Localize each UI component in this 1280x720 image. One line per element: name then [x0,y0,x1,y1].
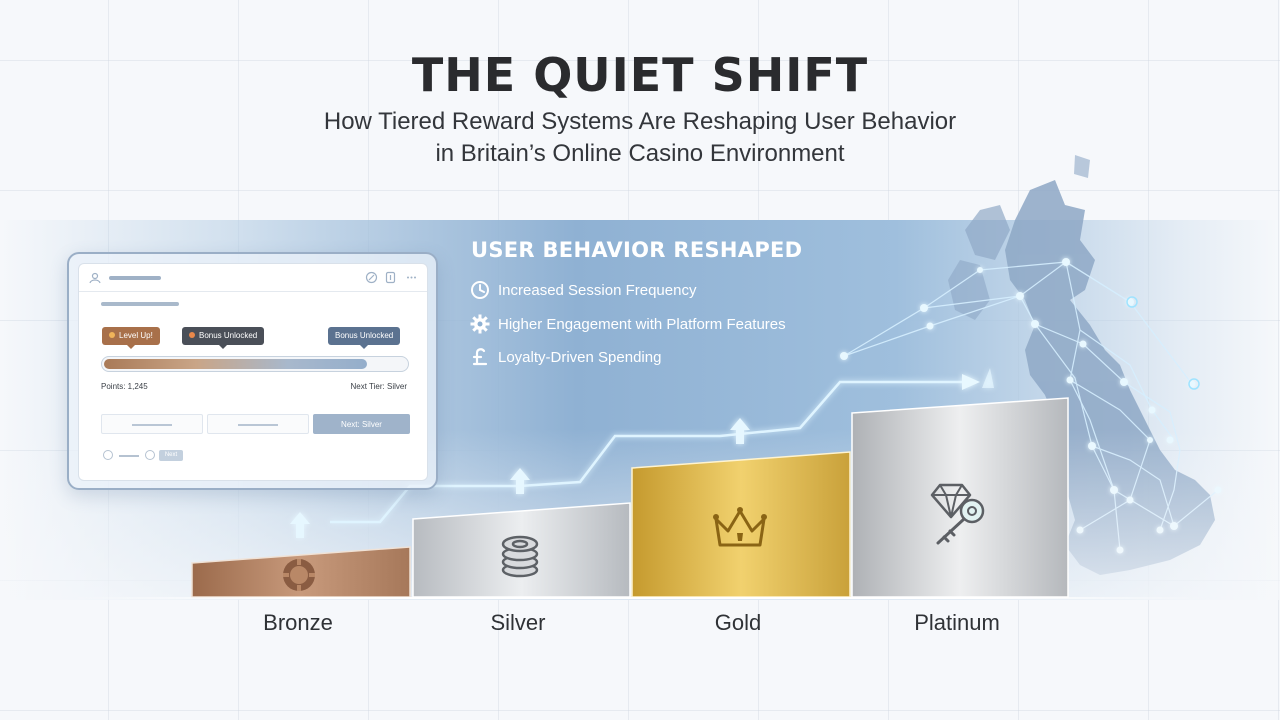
subtitle-line-2: in Britain’s Online Casino Environment [435,140,845,167]
page-title: THE QUIET SHIFT [411,48,869,102]
dashboard-button-1[interactable] [101,414,203,434]
up-arrows [290,368,994,538]
footer-placeholder [119,455,139,457]
badge-dot [189,332,195,338]
badge-bonus-unlocked-2: Bonus Unlocked [328,327,401,349]
tier-label-gold: Gold [714,610,762,635]
diamond-key-icon [926,481,992,554]
user-icon[interactable] [89,272,101,284]
behavior-item-engagement: Higher Engagement with Platform Features [470,313,786,335]
badge-bonus-unlocked: Bonus Unlocked [182,327,265,349]
tier-label-platinum: Platinum [914,610,1000,635]
subtitle-line-1: How Tiered Reward Systems Are Reshaping … [323,108,957,135]
growth-line [330,380,970,524]
behavior-item-label: Increased Session Frequency [498,281,697,299]
badge-level-up: Level Up! [102,327,160,349]
pedestal-baseline [60,597,1220,599]
behavior-item-spending: Loyalty-Driven Spending [470,346,661,368]
button-placeholder [132,424,172,426]
tier-label-bronze: Bronze [263,610,333,635]
edit-icon[interactable] [365,271,378,284]
pound-icon [472,348,488,366]
points-value: Points: 1,245 [101,382,148,391]
badge-dot [109,332,115,338]
more-options-icon[interactable] [405,271,418,284]
chip-stack-icon [500,530,540,585]
dashboard-button-2[interactable] [207,414,309,434]
clock-icon [471,281,489,299]
next-silver-button[interactable]: Next: Silver [313,414,410,434]
info-icon[interactable] [103,450,113,460]
badge-label: Level Up! [119,331,153,340]
button-placeholder [238,424,278,426]
behavior-title: USER BEHAVIOR RESHAPED [471,238,803,262]
help-icon[interactable] [145,450,155,460]
tier-progress-fill [104,359,367,369]
dashboard-heading-placeholder [101,302,179,306]
document-icon[interactable] [384,271,397,284]
dashboard-title-placeholder [109,276,161,280]
behavior-item-session: Increased Session Frequency [470,279,696,301]
crown-icon [708,505,772,558]
tier-label-silver: Silver [490,610,546,635]
dashboard-topbar [79,264,427,292]
badge-label: Bonus Unlocked [199,331,258,340]
badge-label: Bonus Unlocked [335,331,394,340]
gear-icon [470,314,490,334]
growth-arrowhead [962,374,980,390]
page-subtitle: How Tiered Reward Systems Are Reshaping … [0,106,1280,170]
behavior-item-label: Loyalty-Driven Spending [498,348,662,366]
footer-chip[interactable]: Next [159,450,183,461]
dashboard-panel: Level Up! Bonus Unlocked Bonus Unlocked … [78,263,428,481]
casino-chip-icon [281,557,317,598]
rewards-dashboard: Level Up! Bonus Unlocked Bonus Unlocked … [67,252,438,490]
behavior-item-label: Higher Engagement with Platform Features [498,315,786,333]
next-tier-value: Next Tier: Silver [350,382,407,391]
tier-progress-bar [101,356,409,372]
